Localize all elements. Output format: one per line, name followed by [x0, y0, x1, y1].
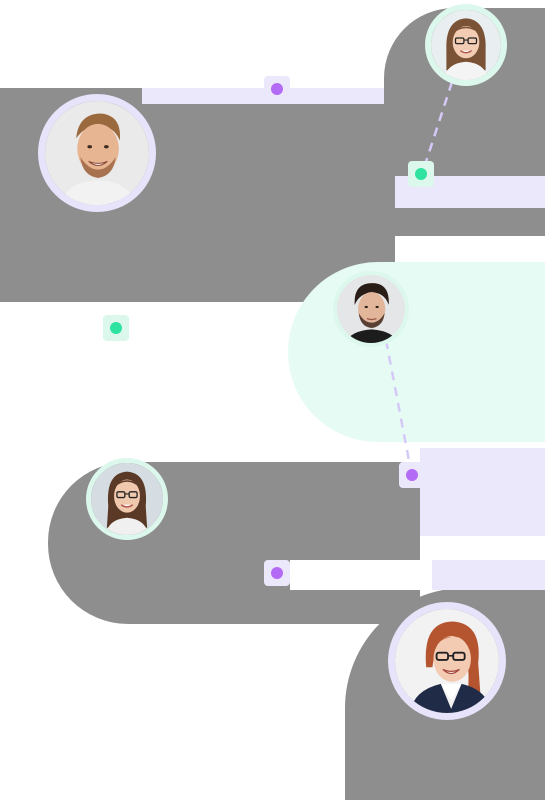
portrait-image	[337, 275, 405, 343]
purple-dot	[406, 469, 418, 481]
portrait-image	[91, 463, 163, 535]
connector-top	[422, 81, 454, 169]
green-node-left	[103, 315, 129, 341]
portrait-image	[431, 10, 501, 80]
avatar-man-smiling-chef	[38, 94, 156, 212]
purple-node-bottom	[264, 560, 290, 586]
connector-middle	[384, 339, 412, 467]
portrait-image	[395, 609, 499, 713]
purple-node-mid	[399, 462, 425, 488]
mint-circle	[288, 262, 545, 442]
lavender-band-middle	[420, 448, 545, 536]
portrait-image	[45, 101, 149, 205]
avatar-man-dark-hair	[333, 271, 409, 347]
green-dot	[415, 168, 427, 180]
lavender-band-top	[142, 88, 384, 104]
green-node-right	[408, 161, 434, 187]
avatar-woman-glasses-left	[86, 458, 168, 540]
purple-dot	[271, 83, 283, 95]
avatar-woman-redhead-blazer	[388, 602, 506, 720]
avatar-woman-glasses-top	[425, 4, 507, 86]
white-band-lower	[290, 560, 432, 590]
lavender-band-lower	[432, 560, 545, 590]
purple-dot	[271, 567, 283, 579]
purple-node-top	[264, 76, 290, 102]
green-dot	[110, 322, 122, 334]
